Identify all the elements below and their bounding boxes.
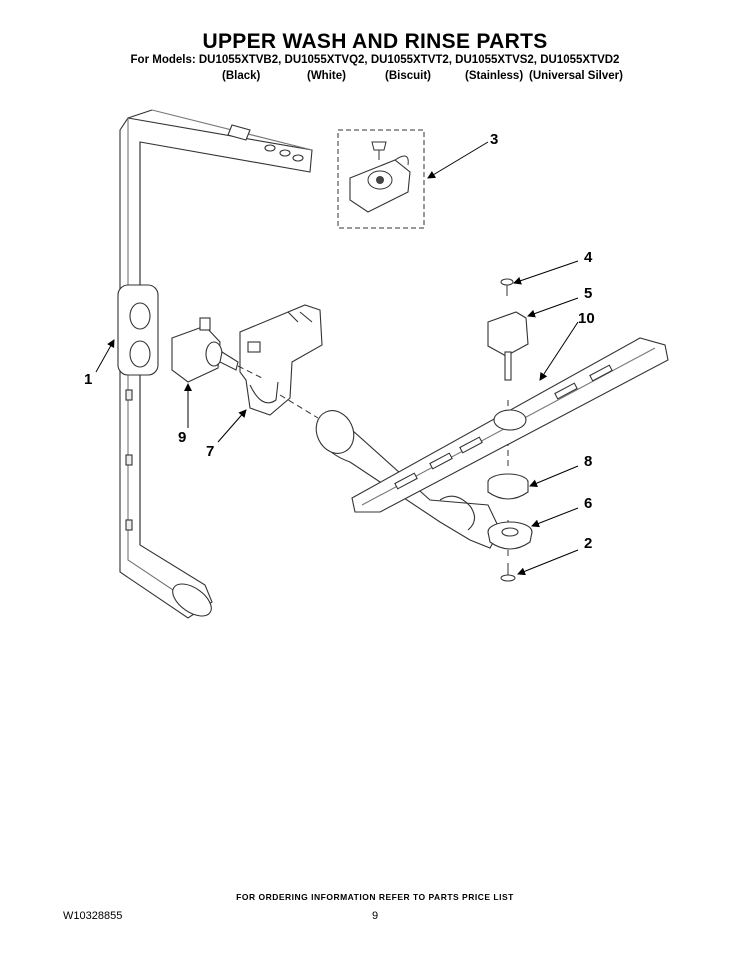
callout-5: 5 [584, 285, 592, 302]
page-number: 9 [372, 910, 379, 922]
color-universal-silver: (Universal Silver) [529, 70, 623, 82]
part-1-supply-tube [117, 109, 313, 619]
callout-3: 3 [490, 131, 498, 148]
callout-6: 6 [584, 495, 592, 512]
part-4-screw [500, 278, 514, 296]
part-3-spray-arm-mount [337, 129, 425, 229]
callout-2: 2 [584, 535, 592, 552]
part-2-screw [500, 563, 516, 582]
callout-10: 10 [578, 310, 595, 327]
part-6-manifold [487, 521, 533, 550]
color-white: (White) [307, 70, 346, 82]
models-line: For Models: DU1055XTVB2, DU1055XTVQ2, DU… [130, 54, 620, 66]
callout-leaders [95, 141, 579, 576]
color-black: (Black) [222, 70, 261, 82]
callout-1: 1 [84, 371, 92, 388]
part-7-bracket [239, 304, 323, 416]
color-stainless: (Stainless) [465, 70, 524, 82]
ordering-note: FOR ORDERING INFORMATION REFER TO PARTS … [236, 892, 514, 902]
color-biscuit: (Biscuit) [385, 70, 431, 82]
document-number: W10328855 [63, 910, 123, 922]
callout-7: 7 [206, 443, 214, 460]
part-10-spray-arm [315, 337, 669, 549]
callout-4: 4 [584, 249, 593, 266]
part-8-bearing-ring [487, 473, 529, 500]
part-9-connector [171, 317, 239, 383]
callout-8: 8 [584, 453, 592, 470]
page-title: UPPER WASH AND RINSE PARTS [202, 30, 548, 53]
callout-9: 9 [178, 429, 186, 446]
part-5-clip [487, 311, 529, 381]
